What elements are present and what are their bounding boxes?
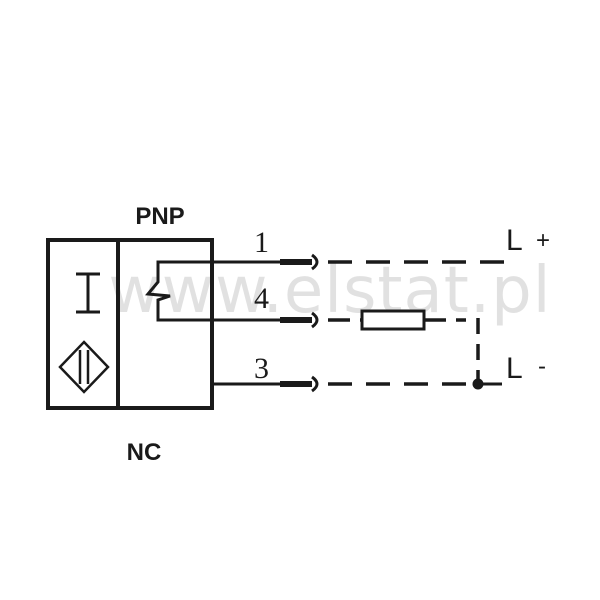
inductive-sensor-i-icon: [76, 272, 100, 314]
contact-type-label: NC: [127, 439, 162, 466]
pin-label-1: 1: [254, 226, 269, 259]
supply-positive-letter: L: [506, 224, 523, 257]
wire-pin-3: [212, 375, 502, 393]
supply-negative-sign: -: [538, 353, 546, 380]
junction-dot: [472, 378, 484, 390]
diamond-sensing-icon: [58, 340, 110, 394]
nc-switch-contact-icon: [145, 260, 212, 322]
watermark-text: www.elstat.pl: [108, 254, 551, 328]
sensor-body: [46, 238, 214, 410]
supply-positive-sign: +: [536, 227, 550, 254]
resistor-load-icon: [360, 309, 426, 331]
pin-label-4: 4: [254, 282, 269, 315]
pin-label-3: 3: [254, 352, 269, 385]
supply-negative-letter: L: [506, 352, 523, 385]
wire-pin-1: [212, 253, 510, 271]
wire-pin-4: [212, 311, 466, 329]
output-type-label: PNP: [135, 203, 184, 230]
